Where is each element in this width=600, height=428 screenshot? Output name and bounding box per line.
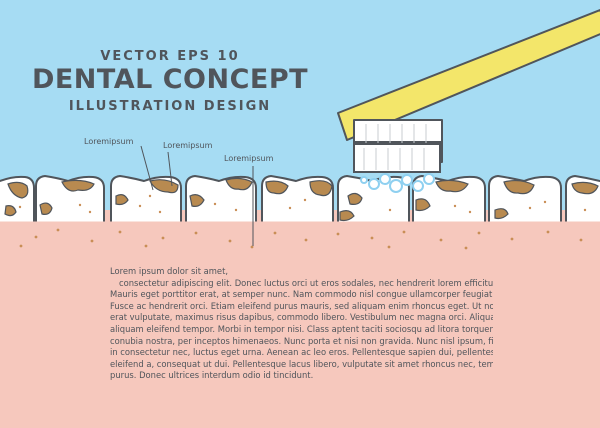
header-subtitle-bottom: ILLUSTRATION DESIGN bbox=[68, 99, 272, 114]
callout-label: Loremipsum bbox=[224, 154, 274, 163]
body-line: in consectetur nec, luctus eget urna. Ae… bbox=[110, 347, 493, 358]
callout-label: Loremipsum bbox=[163, 141, 213, 150]
callout-label: Loremipsum bbox=[84, 137, 134, 146]
header-subtitle-top: VECTOR EPS 10 bbox=[100, 49, 240, 64]
gum-speckles bbox=[19, 224, 598, 250]
toothbrush bbox=[337, 9, 600, 163]
gum-line bbox=[0, 222, 600, 228]
body-line: conubia nostra, per inceptos himenaeos. … bbox=[110, 335, 493, 346]
toothbrush-bristles bbox=[353, 119, 443, 143]
body-line: aliquam eleifend tempor. Morbi in tempor… bbox=[110, 323, 493, 334]
bristle-tip-lines bbox=[363, 148, 425, 170]
page-title: DENTAL CONCEPT bbox=[31, 64, 309, 95]
body-paragraph: Lorem ipsum dolor sit amet, consectetur … bbox=[110, 266, 493, 382]
gum bbox=[0, 210, 600, 428]
body-line: eleifend a, consequat ut dui. Pellentesq… bbox=[110, 358, 493, 369]
bristle-tips bbox=[353, 143, 441, 173]
tooth-speckles bbox=[18, 194, 587, 214]
foam-bubbles bbox=[360, 173, 435, 193]
plaque-stains bbox=[4, 177, 599, 222]
body-line: purus. Donec ultrices interdum odio id t… bbox=[110, 370, 314, 381]
toothbrush-handle bbox=[337, 9, 600, 141]
body-line: Mauris eget porttitor erat, at semper nu… bbox=[110, 289, 493, 300]
label-pointers bbox=[140, 145, 254, 246]
body-line: Lorem ipsum dolor sit amet, bbox=[110, 266, 229, 276]
body-line: erat vulputate, maximus risus dapibus, c… bbox=[110, 312, 493, 323]
body-line: consectetur adipiscing elit. Donec luctu… bbox=[119, 277, 493, 288]
body-line: Fusce ac hendrerit orci. Etiam eleifend … bbox=[110, 300, 493, 311]
